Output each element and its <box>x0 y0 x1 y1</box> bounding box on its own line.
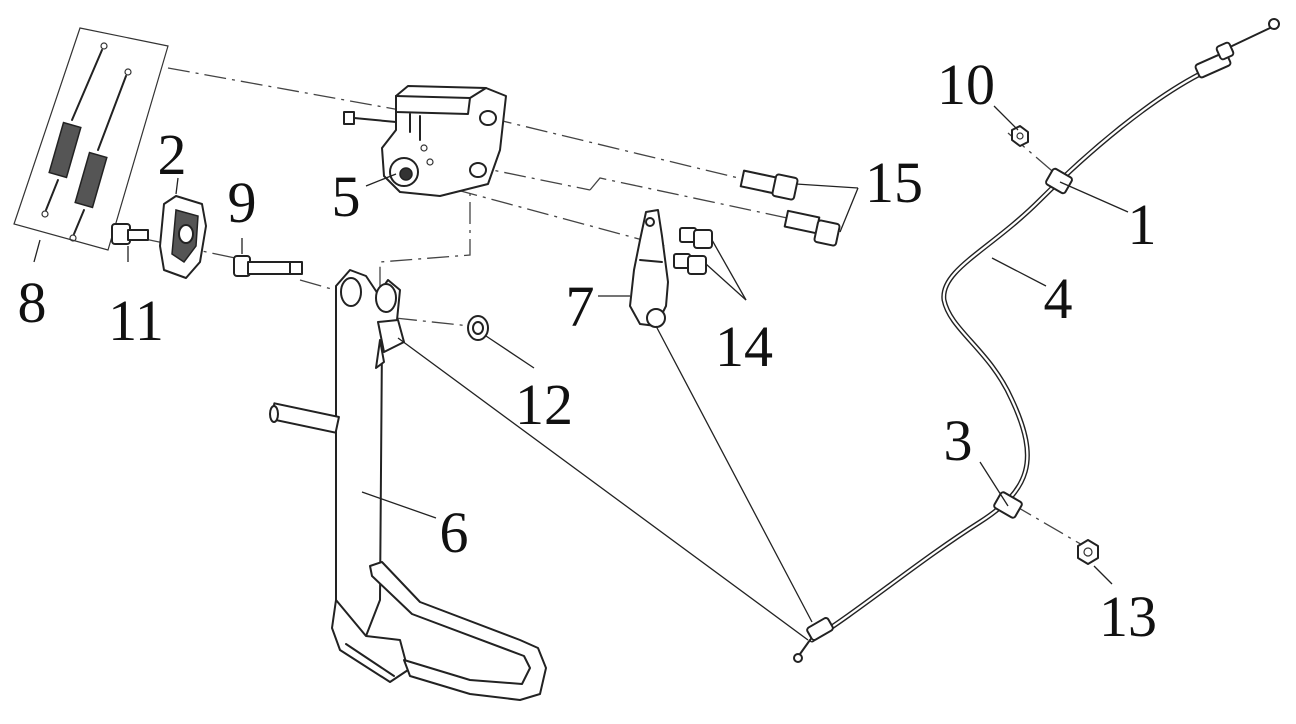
part-4-cable <box>793 18 1280 663</box>
actuation-links <box>397 325 813 641</box>
part-11-bolt <box>111 223 149 245</box>
spring-b <box>69 68 132 242</box>
assembly-centerlines <box>139 67 1085 547</box>
part-15-bolt-lower <box>783 209 841 247</box>
part-14-bolt-upper <box>679 227 713 249</box>
part-12-bushing <box>467 315 489 341</box>
callout-7: 7 <box>566 274 595 339</box>
callout-14: 14 <box>715 314 773 379</box>
callout-10: 10 <box>937 52 995 117</box>
callout-4: 4 <box>1044 266 1073 331</box>
cable-end-lower <box>793 617 834 663</box>
part-8-spring-kit <box>13 27 169 251</box>
callout-labels: 1 2 3 4 5 6 7 8 9 10 11 12 13 14 15 <box>18 52 1158 649</box>
part-9-pivot-pin <box>233 255 303 277</box>
callout-1: 1 <box>1128 192 1157 257</box>
spring-a <box>41 42 108 218</box>
part-13-nut <box>1077 539 1099 565</box>
part-5-bracket <box>381 85 507 197</box>
cable-end-upper <box>1194 18 1280 79</box>
part-2-cam-block <box>159 195 207 279</box>
part-10-nut <box>1011 125 1029 147</box>
callout-3: 3 <box>944 408 973 473</box>
callout-6: 6 <box>440 500 469 565</box>
callout-12: 12 <box>515 372 573 437</box>
part-15-bolt-upper <box>739 169 799 201</box>
callout-5: 5 <box>332 164 361 229</box>
part-7-lever-plate <box>629 209 669 328</box>
callout-15: 15 <box>865 150 923 215</box>
callout-9: 9 <box>228 170 257 235</box>
callout-8: 8 <box>18 270 47 335</box>
bracket-bolt <box>343 111 397 125</box>
leader-lines <box>33 105 1129 585</box>
part-1-cable-clamp <box>1045 167 1073 195</box>
callout-13: 13 <box>1099 584 1157 649</box>
part-14-bolt-lower <box>673 253 707 275</box>
callout-11: 11 <box>108 288 164 353</box>
callout-2: 2 <box>158 122 187 187</box>
part-6-side-stand <box>269 269 547 701</box>
